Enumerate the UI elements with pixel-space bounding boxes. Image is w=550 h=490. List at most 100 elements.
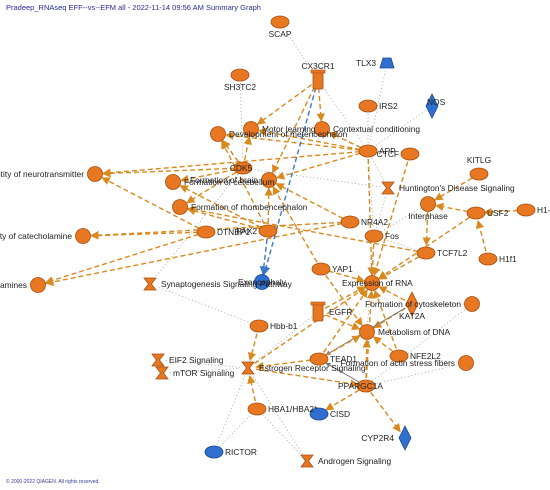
node-estrogen-receptor-signaling[interactable] xyxy=(241,361,255,375)
node-label: IRS2 xyxy=(379,101,398,111)
node-formation-of-rhombencephalon[interactable] xyxy=(172,199,188,215)
edge-fos-to-expression-of-rna xyxy=(368,243,377,276)
node-label: SH3TC2 xyxy=(224,82,256,92)
node-ctcf[interactable] xyxy=(400,147,420,161)
node-label: NFE2L2 xyxy=(410,351,441,361)
node-contextual-conditioning[interactable] xyxy=(314,121,330,137)
node-usf2[interactable] xyxy=(466,206,486,220)
node-label: CDK5 xyxy=(230,163,253,173)
node-rictor[interactable] xyxy=(204,445,224,459)
node-androgen-signaling[interactable] xyxy=(300,454,314,468)
node-expression-of-rna[interactable] xyxy=(364,275,380,291)
node-development-of-metencephalon[interactable] xyxy=(210,126,226,142)
node-shape-function xyxy=(254,274,270,290)
node-cyp2r4[interactable] xyxy=(398,425,412,451)
node-sh3tc2[interactable] xyxy=(230,68,250,82)
edge-cx3cr1-to-contextual-conditioning xyxy=(316,87,325,122)
node-formation-of-actin-stress-fibers[interactable] xyxy=(458,355,474,371)
node-label: RICTOR xyxy=(225,447,257,457)
node-label: Expression of RNA xyxy=(342,278,413,288)
node-app[interactable] xyxy=(358,144,378,158)
node-synaptogenesis-signaling-pathway[interactable] xyxy=(143,277,157,291)
node-tead1[interactable] xyxy=(309,352,329,366)
node-pax2[interactable] xyxy=(258,224,278,238)
node-tcf7l2[interactable] xyxy=(416,246,436,260)
node-kitlg[interactable] xyxy=(469,167,489,181)
node-nr4a2[interactable] xyxy=(340,215,360,229)
node-yap1[interactable] xyxy=(311,262,331,276)
node-metabolism-of-dna[interactable] xyxy=(359,324,375,340)
node-label: NOS xyxy=(427,97,446,107)
node-formation-of-cytoskeleton[interactable] xyxy=(464,296,480,312)
node-h1f1[interactable] xyxy=(478,252,498,266)
node-label: TEAD1 xyxy=(330,354,357,364)
node-cisd[interactable] xyxy=(309,407,329,421)
edge-cx3cr1-to-app xyxy=(322,86,364,145)
receptor-cap xyxy=(310,69,326,74)
edges-layer xyxy=(44,28,519,456)
node-huntington-s-disease-signaling[interactable] xyxy=(381,181,395,195)
node-mtor-signaling[interactable] xyxy=(155,366,169,380)
node-motor-learning[interactable] xyxy=(243,121,259,137)
node-interphase[interactable] xyxy=(420,196,436,212)
node-quantity-of-neurotransmitter[interactable] xyxy=(87,166,103,182)
node-quantity-of-catecholamine[interactable] xyxy=(75,228,91,244)
node-nos[interactable] xyxy=(425,93,439,119)
node-quantity-of-monoamines[interactable] xyxy=(30,277,46,293)
node-ppargc1a[interactable] xyxy=(356,379,376,393)
node-label: TLX3 xyxy=(356,58,376,68)
edge-app-to-expression-of-rna xyxy=(367,158,376,276)
edge-app-to-formation-of-brain xyxy=(275,152,361,180)
node-label: EGFR xyxy=(329,307,352,317)
node-cdk5[interactable] xyxy=(233,161,253,175)
node-egfr[interactable] xyxy=(310,301,326,322)
node-shape-pathway xyxy=(381,181,395,195)
node-label: SCAP xyxy=(269,29,292,39)
node-shape-function xyxy=(172,199,188,215)
node-shape-ellipse xyxy=(478,252,498,266)
node-label: NR4A2 xyxy=(361,217,388,227)
edge-interphase-to-tcf7l2 xyxy=(422,211,431,246)
edge-estrogen-receptor-signaling-to-ppargc1a xyxy=(255,368,359,388)
node-cx3cr1[interactable] xyxy=(310,69,326,90)
node-tlx3[interactable] xyxy=(379,57,395,69)
node-eif2-signaling[interactable] xyxy=(151,353,165,367)
edge-rictor-to-estrogen-receptor-signaling xyxy=(216,375,246,445)
node-kat2a[interactable] xyxy=(405,291,419,317)
edge-fos-to-huntington-s-disease-signaling xyxy=(375,195,387,229)
node-shape-ellipse xyxy=(270,15,290,29)
node-formation-of-cerebellum[interactable] xyxy=(165,174,181,190)
node-label: Development of metencephalon xyxy=(229,129,348,139)
node-exencephaly[interactable] xyxy=(254,274,270,290)
edge-dtnbp1-to-quantity-of-monoamines xyxy=(44,233,199,285)
edge-kat2a-to-expression-of-rna xyxy=(378,286,406,301)
node-fos[interactable] xyxy=(364,229,384,243)
node-label: Hbb-b1 xyxy=(270,321,298,331)
node-shape-ellipse xyxy=(358,144,378,158)
node-shape-function xyxy=(464,296,480,312)
node-formation-of-brain[interactable] xyxy=(261,172,277,188)
node-dtnbp1[interactable] xyxy=(196,225,216,239)
node-nfe2l2[interactable] xyxy=(389,349,409,363)
edge-app-to-contextual-conditioning xyxy=(328,131,362,149)
node-label: APP xyxy=(379,146,396,156)
edge-kitlg-to-interphase xyxy=(434,177,473,201)
edge-egfr-to-metabolism-of-dna xyxy=(325,314,361,331)
node-hbb-b1[interactable] xyxy=(249,319,269,333)
edge-app-to-motor-learning xyxy=(258,127,361,151)
edge-nr4a2-to-quantity-of-catecholamine xyxy=(90,221,343,240)
edge-pax2-to-formation-of-rhombencephalon xyxy=(186,207,261,230)
edge-nfe2l2-to-metabolism-of-dna xyxy=(372,336,394,352)
edge-tcf7l2-to-expression-of-rna xyxy=(378,256,420,280)
node-shape-ellipse xyxy=(416,246,436,260)
node-shape-ellipse xyxy=(364,229,384,243)
edge-ppargc1a-to-formation-of-actin-stress-fibers xyxy=(373,364,459,385)
node-label: Formation of cytoskeleton xyxy=(365,299,461,309)
node-shape-pathway xyxy=(300,454,314,468)
node-shape-ellipse xyxy=(469,167,489,181)
node-h1-6[interactable] xyxy=(516,203,536,217)
node-scap[interactable] xyxy=(270,15,290,29)
node-hba1-hba2[interactable] xyxy=(247,402,267,416)
node-irs2[interactable] xyxy=(358,99,378,113)
